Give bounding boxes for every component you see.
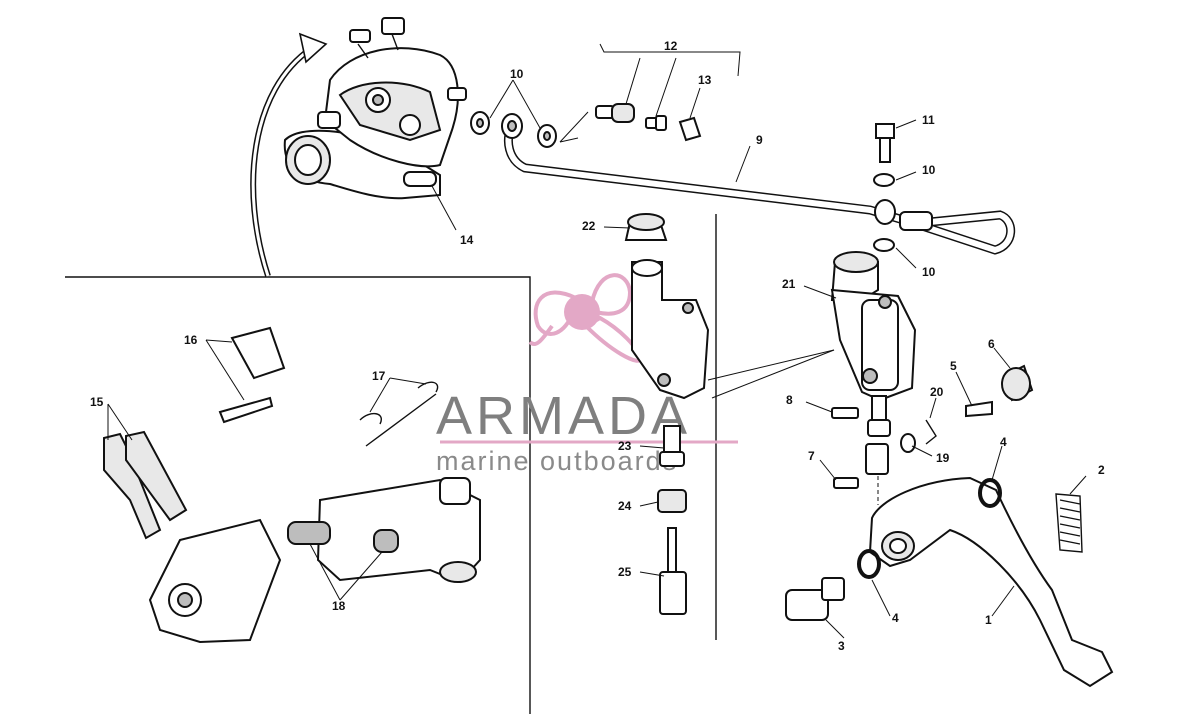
callout-labels: 1 2 3 4 4 5 6 7 8 9 10 10 10 11 12 13 14… xyxy=(90,39,1105,653)
callout-4-lower: 4 xyxy=(892,611,899,625)
callout-3: 3 xyxy=(838,639,845,653)
watermark-title: ARMADA xyxy=(436,386,691,446)
callout-11: 11 xyxy=(922,113,935,127)
callout-13: 13 xyxy=(698,73,712,87)
propeller-logo xyxy=(528,273,643,363)
callout-20: 20 xyxy=(930,385,944,399)
callout-10-upper: 10 xyxy=(922,163,936,177)
callout-5: 5 xyxy=(950,359,957,373)
small-hardware xyxy=(831,364,1034,489)
callout-16: 16 xyxy=(184,333,198,347)
callout-25: 25 xyxy=(618,565,632,579)
callout-22: 22 xyxy=(582,219,596,233)
callout-14: 14 xyxy=(460,233,474,247)
brake-hose-9 xyxy=(501,113,1016,255)
callout-24: 24 xyxy=(618,499,632,513)
rear-caliper-assembly xyxy=(283,17,467,200)
callout-7: 7 xyxy=(808,449,815,463)
callout-4-upper: 4 xyxy=(1000,435,1007,449)
callout-21: 21 xyxy=(782,277,796,291)
callout-12: 12 xyxy=(664,39,678,53)
washers-10-top xyxy=(470,111,557,148)
callout-10-caliper: 10 xyxy=(510,67,524,81)
callout-19: 19 xyxy=(936,451,950,465)
assembly-arrow xyxy=(250,32,328,277)
watermark-subtitle: marine outboards xyxy=(436,446,678,476)
callout-23: 23 xyxy=(618,439,632,453)
caliper-exploded-lower xyxy=(103,326,481,644)
spring-pivot-orings xyxy=(785,478,1083,621)
callout-15: 15 xyxy=(90,395,104,409)
banjo-bolt-11 xyxy=(873,123,895,252)
callout-1: 1 xyxy=(985,613,992,627)
callout-17: 17 xyxy=(372,369,386,383)
callout-10-lower: 10 xyxy=(922,265,936,279)
callout-6: 6 xyxy=(988,337,995,351)
armada-watermark: ARMADA marine outboards xyxy=(436,273,738,476)
leader-lines xyxy=(107,43,1087,639)
master-cylinder-21 xyxy=(830,251,917,505)
brake-pedal-1 xyxy=(868,476,1114,688)
bleed-fittings-12-13 xyxy=(559,103,702,143)
callout-18: 18 xyxy=(332,599,346,613)
callout-9: 9 xyxy=(756,133,763,147)
section-dividers xyxy=(65,214,717,714)
callout-2: 2 xyxy=(1098,463,1105,477)
callout-8: 8 xyxy=(786,393,793,407)
master-cylinder-exploded xyxy=(624,213,710,615)
